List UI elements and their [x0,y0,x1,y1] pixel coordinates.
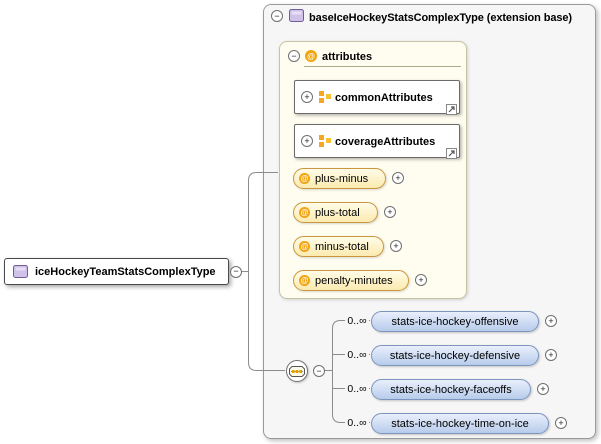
attribute-group-icon [318,90,331,110]
attribute-minus-total[interactable]: @ minus-total [293,236,384,257]
jump-to-definition-icon[interactable] [446,102,457,120]
extension-base-panel: − baseIceHockeyStatsComplexType (extensi… [263,4,596,439]
attributes-section: − @ attributes + commonAttributes [279,41,467,299]
group-label: commonAttributes [335,92,433,104]
attribute-group-coverage[interactable]: + coverageAttributes [294,124,460,159]
expand-offensive-button[interactable]: + [545,315,557,327]
attribute-icon: @ [299,275,310,286]
group-label: coverageAttributes [335,136,436,148]
separator [304,66,461,67]
element-label: stats-ice-hockey-faceoffs [390,383,512,396]
attribute-group-common[interactable]: + commonAttributes [294,80,460,115]
expand-time-on-ice-button[interactable]: + [555,417,567,429]
collapse-root-button[interactable]: − [230,265,242,278]
base-type-title: baseIceHockeyStatsComplexType (extension… [309,12,572,24]
complex-type-icon [13,265,28,278]
complex-type-icon [289,9,304,27]
root-type-label: iceHockeyTeamStatsComplexType [35,265,216,278]
element-stats-ice-hockey-time-on-ice[interactable]: stats-ice-hockey-time-on-ice [371,413,549,434]
attribute-icon: @ [299,173,310,184]
collapse-sequence-button[interactable]: − [313,365,325,377]
expand-minus-total-button[interactable]: + [390,240,402,252]
root-type-box[interactable]: iceHockeyTeamStatsComplexType [4,258,229,285]
sequence-compositor-icon[interactable] [286,360,308,382]
attribute-label: plus-total [315,206,360,219]
expand-coverage-attributes-button[interactable]: + [301,135,313,147]
element-label: stats-ice-hockey-offensive [391,315,519,328]
attribute-icon: @ [305,50,317,62]
attribute-label: penalty-minutes [315,274,393,287]
expand-plus-total-button[interactable]: + [384,206,396,218]
expand-common-attributes-button[interactable]: + [301,91,313,103]
occurrence-label: 0..∞ [345,383,369,396]
element-label: stats-ice-hockey-defensive [389,349,521,362]
attribute-label: minus-total [315,240,369,253]
jump-to-definition-icon[interactable] [446,146,457,164]
expand-plus-minus-button[interactable]: + [392,172,404,184]
element-stats-ice-hockey-defensive[interactable]: stats-ice-hockey-defensive [371,345,539,366]
attributes-title: attributes [322,51,373,63]
attribute-plus-total[interactable]: @ plus-total [293,202,378,223]
collapse-base-button[interactable]: − [271,10,283,22]
attribute-icon: @ [299,241,310,252]
attribute-plus-minus[interactable]: @ plus-minus [293,168,386,189]
attribute-group-icon [318,134,331,154]
attribute-penalty-minutes[interactable]: @ penalty-minutes [293,270,409,291]
expand-faceoffs-button[interactable]: + [537,383,549,395]
attribute-label: plus-minus [315,172,369,185]
collapse-attributes-button[interactable]: − [288,50,300,62]
attribute-icon: @ [299,207,310,218]
expand-defensive-button[interactable]: + [545,349,557,361]
expand-penalty-minutes-button[interactable]: + [415,274,427,286]
occurrence-label: 0..∞ [345,417,369,430]
element-stats-ice-hockey-faceoffs[interactable]: stats-ice-hockey-faceoffs [371,379,531,400]
occurrence-label: 0..∞ [345,349,369,362]
occurrence-label: 0..∞ [345,315,369,328]
element-stats-ice-hockey-offensive[interactable]: stats-ice-hockey-offensive [371,311,539,332]
element-label: stats-ice-hockey-time-on-ice [391,417,529,430]
